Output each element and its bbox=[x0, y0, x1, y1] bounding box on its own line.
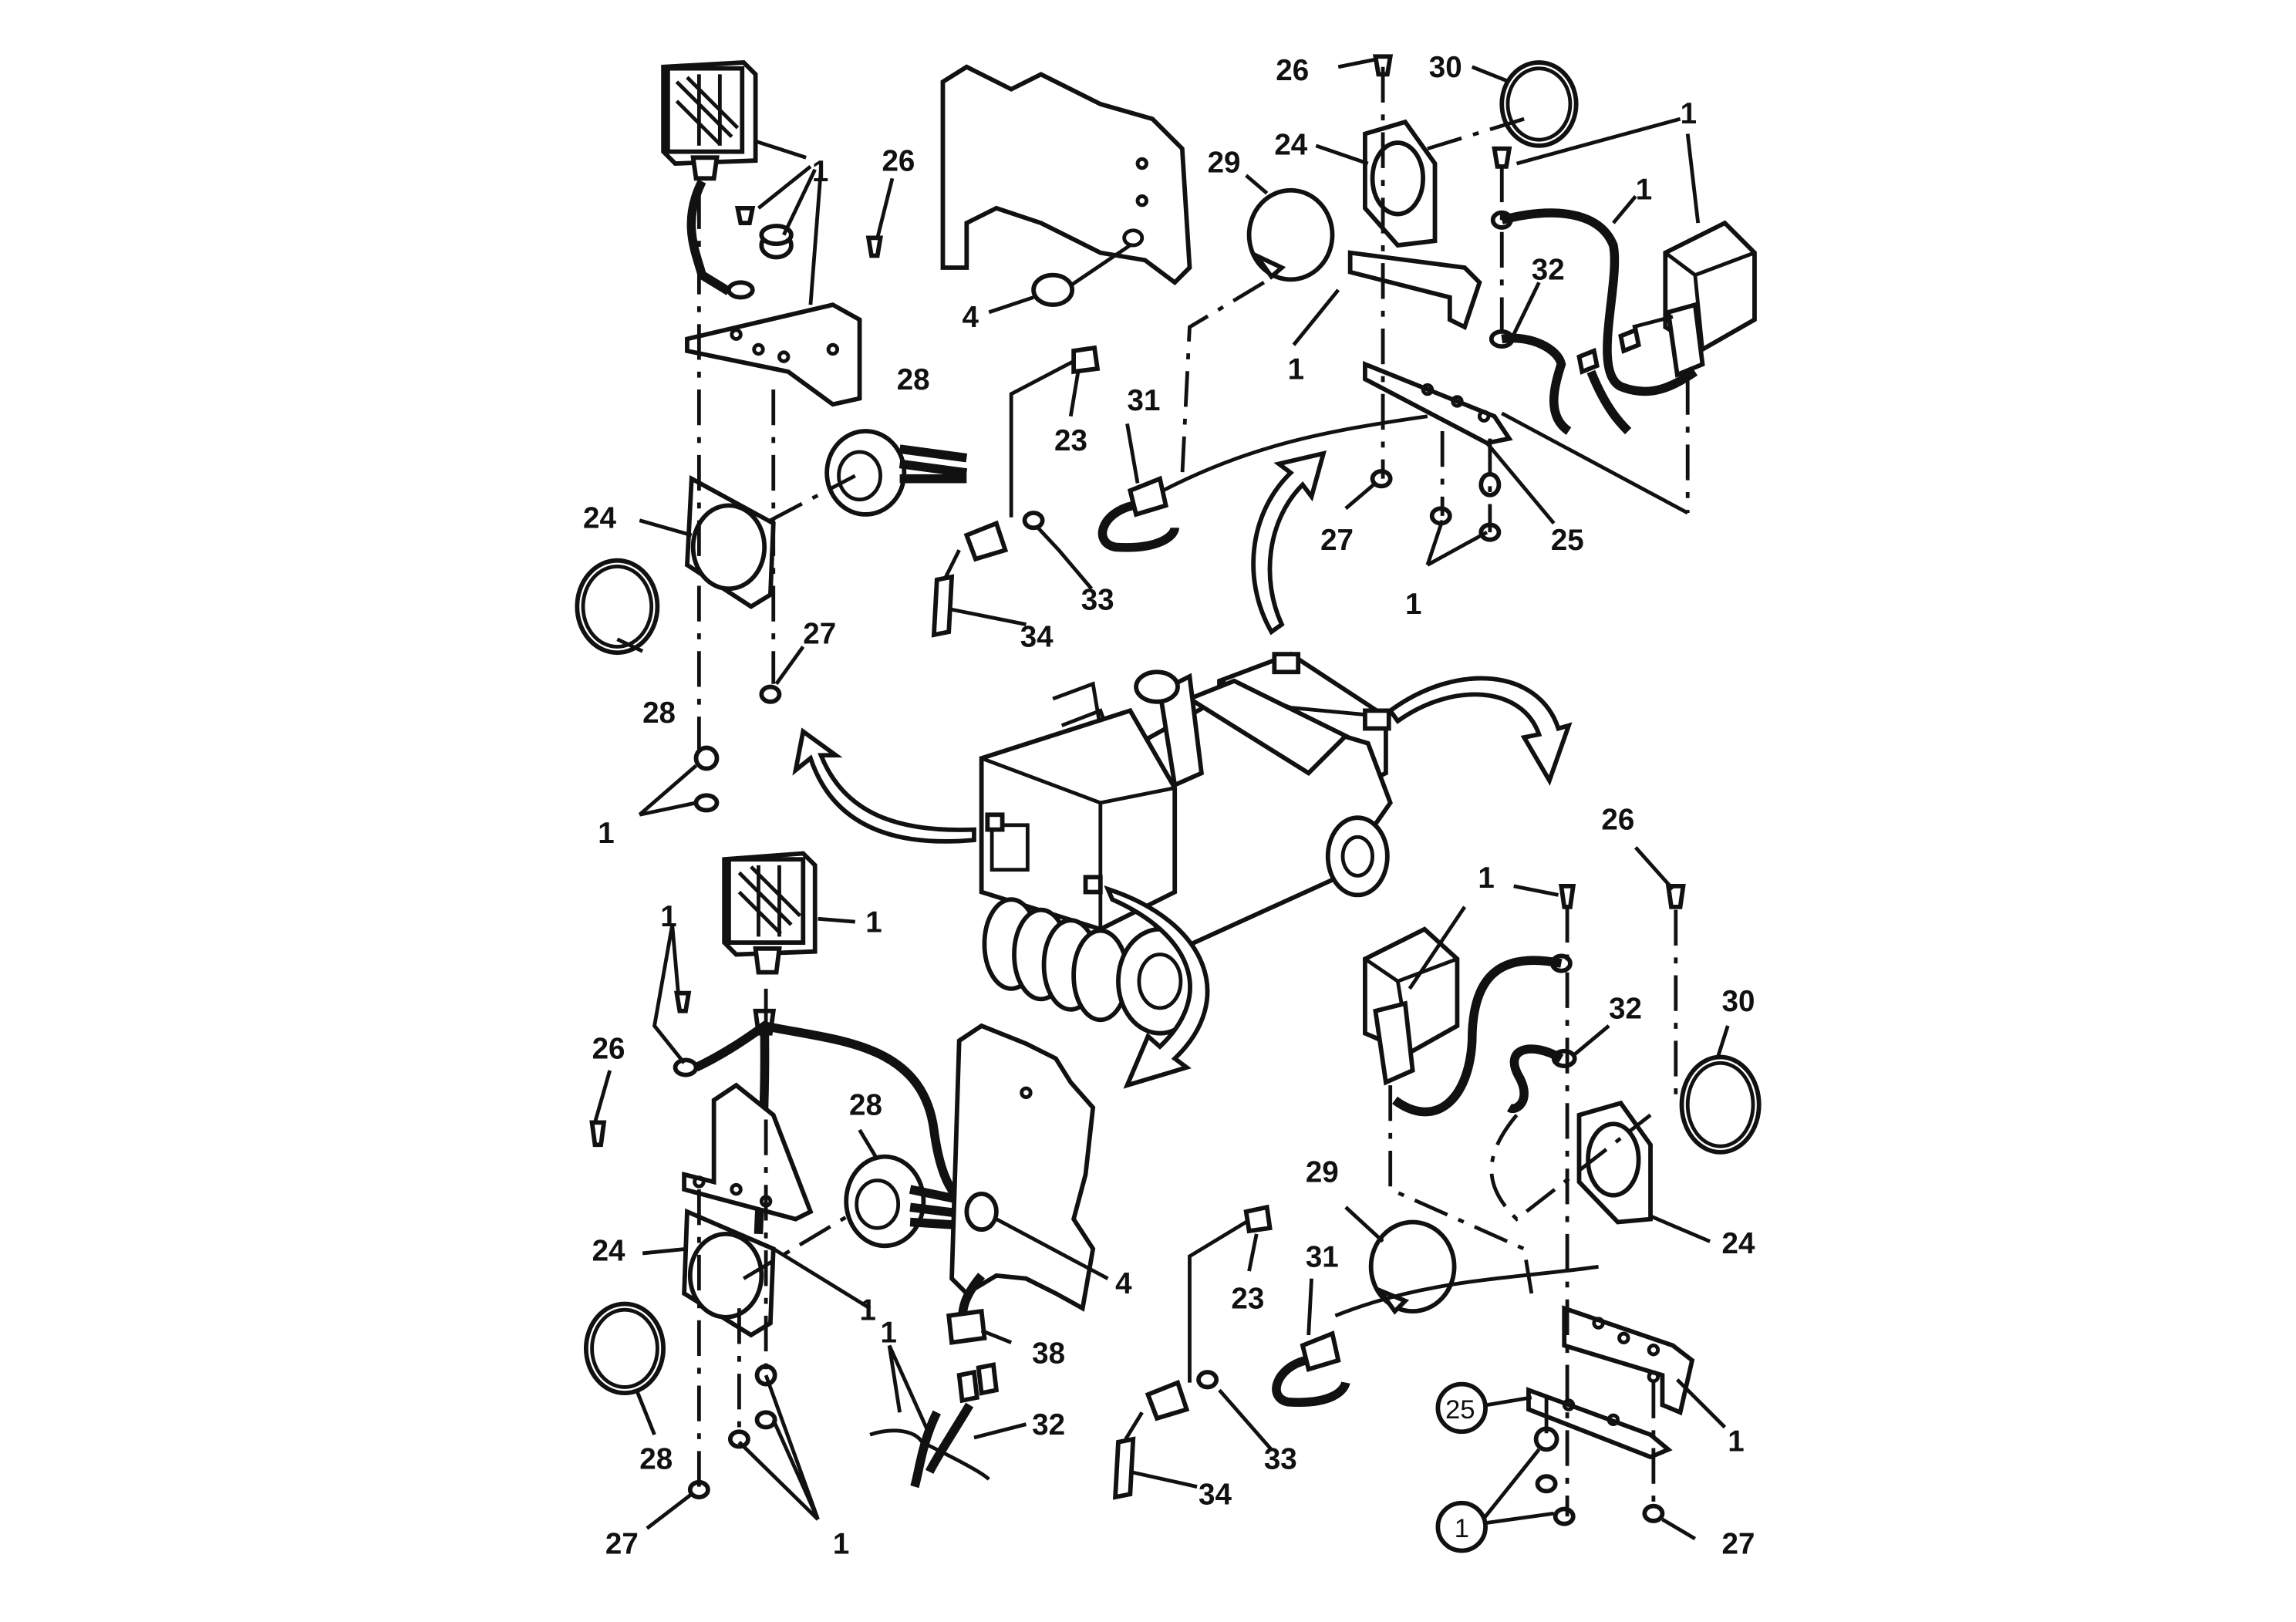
callout-1: 1 bbox=[1728, 1425, 1744, 1458]
top-center-panel-assembly bbox=[931, 64, 1428, 638]
circled-callouts bbox=[1435, 1381, 1488, 1553]
callout-26: 26 bbox=[1601, 804, 1634, 837]
callout-1-circled: 1 bbox=[1455, 1514, 1469, 1543]
callout-32: 32 bbox=[1532, 253, 1565, 286]
callout-1: 1 bbox=[881, 1317, 897, 1350]
callout-34: 34 bbox=[1020, 621, 1054, 654]
top-left-lamp-assembly bbox=[575, 60, 968, 813]
work-lamp-bottom-right bbox=[1363, 926, 1460, 1086]
callout-26: 26 bbox=[592, 1032, 625, 1065]
callout-25-circled: 25 bbox=[1445, 1395, 1475, 1425]
callout-30: 30 bbox=[1722, 985, 1755, 1018]
callout-30: 30 bbox=[1429, 51, 1462, 84]
callout-33: 33 bbox=[1081, 583, 1114, 616]
rear-wheel bbox=[1325, 815, 1390, 898]
circle-callout-25 bbox=[1435, 1381, 1488, 1435]
lamp-29-top bbox=[1246, 187, 1335, 282]
callout-28: 28 bbox=[642, 696, 676, 730]
front-drum-wheels bbox=[982, 897, 1204, 1036]
callout-27: 27 bbox=[605, 1527, 639, 1560]
callout-23: 23 bbox=[1054, 424, 1087, 457]
callout-31: 31 bbox=[1128, 384, 1161, 417]
lamp-28-top-left bbox=[824, 429, 968, 517]
callout-29: 29 bbox=[1306, 1155, 1339, 1189]
callout-34: 34 bbox=[1199, 1479, 1232, 1512]
callout-1: 1 bbox=[833, 1527, 849, 1560]
callout-38: 38 bbox=[1032, 1337, 1065, 1371]
callout-1: 1 bbox=[865, 906, 882, 939]
callout-4: 4 bbox=[1115, 1267, 1132, 1300]
callout-1: 1 bbox=[812, 155, 828, 188]
callout-32: 32 bbox=[1032, 1408, 1065, 1442]
callout-1: 1 bbox=[1636, 173, 1652, 206]
callout-24: 24 bbox=[592, 1235, 625, 1268]
callout-24: 24 bbox=[1274, 128, 1307, 161]
callout-31: 31 bbox=[1306, 1240, 1339, 1273]
bottom-left-lamp-assembly bbox=[583, 851, 1096, 1499]
callout-labels: 1 26 28 24 27 28 1 4 29 23 31 33 34 26 3… bbox=[583, 51, 1755, 1560]
work-lamp-top-right bbox=[1632, 220, 1757, 378]
callout-1: 1 bbox=[1288, 353, 1304, 386]
roller-machine bbox=[979, 651, 1393, 1036]
callout-1: 1 bbox=[1405, 588, 1421, 621]
callout-1: 1 bbox=[860, 1294, 876, 1327]
callout-26: 26 bbox=[1276, 54, 1309, 87]
work-lamp-bottom-left bbox=[722, 851, 818, 975]
callout-29: 29 bbox=[1208, 147, 1241, 180]
callout-32: 32 bbox=[1609, 992, 1642, 1025]
callout-4: 4 bbox=[963, 301, 979, 334]
location-arrows bbox=[792, 450, 1573, 1089]
gasket-28-top-left bbox=[575, 558, 660, 656]
callout-1: 1 bbox=[1478, 862, 1494, 895]
callout-25: 25 bbox=[1551, 524, 1584, 557]
callout-28: 28 bbox=[897, 363, 930, 396]
callout-24: 24 bbox=[583, 501, 616, 534]
callout-26: 26 bbox=[882, 145, 915, 178]
callout-1: 1 bbox=[1681, 97, 1697, 130]
callout-1: 1 bbox=[598, 817, 614, 850]
work-lamp-top-left bbox=[661, 60, 758, 181]
bottom-right-lamp-assembly bbox=[1113, 883, 1762, 1526]
callout-27: 27 bbox=[1320, 524, 1354, 557]
callout-28: 28 bbox=[639, 1442, 673, 1475]
callout-27: 27 bbox=[1722, 1527, 1755, 1560]
callout-27: 27 bbox=[803, 618, 836, 651]
lamp-housing-ring-24-top-left bbox=[684, 474, 776, 609]
callout-33: 33 bbox=[1264, 1442, 1297, 1475]
top-right-lamp-assembly bbox=[1347, 54, 1757, 542]
callout-24: 24 bbox=[1722, 1227, 1755, 1260]
callout-28: 28 bbox=[849, 1089, 882, 1122]
callout-23: 23 bbox=[1231, 1282, 1264, 1315]
circle-callout-1 bbox=[1435, 1500, 1488, 1553]
leader-lines bbox=[593, 57, 1730, 1541]
gasket-30-top bbox=[1499, 60, 1579, 148]
callout-1: 1 bbox=[660, 900, 676, 933]
